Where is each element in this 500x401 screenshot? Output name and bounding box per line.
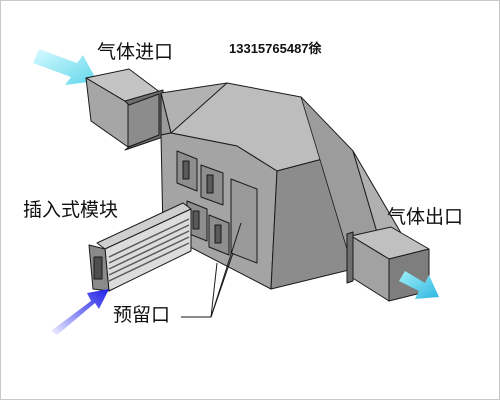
insert-module-label: 插入式模块 [23,199,119,221]
outlet-flange [346,231,354,284]
module-arrow [51,289,109,335]
outlet-arrow [399,271,439,299]
reserved-port-frame [230,178,258,264]
gas-inlet-label: 气体进口 [97,41,174,63]
gas-outlet-label: 气体出口 [387,206,464,228]
insert-module-slats [108,218,190,282]
insert-module-handle [93,256,103,280]
contact-label: 13315765487徐 [229,41,322,56]
slot-handles [182,160,222,244]
inlet-arrow [33,49,97,85]
reserved-port-label: 预留口 [113,304,171,326]
reserved-port-leaders [181,222,242,318]
